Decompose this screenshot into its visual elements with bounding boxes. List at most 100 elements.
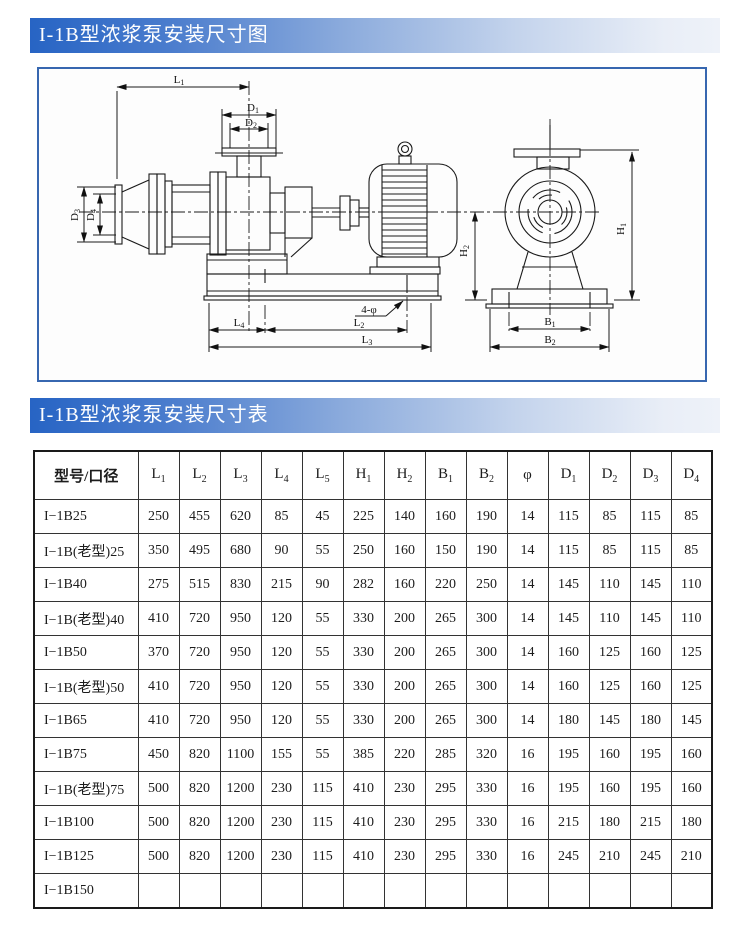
pump-saddle [206, 253, 288, 275]
value-cell: 230 [260, 771, 303, 806]
column-header: L4 [260, 450, 303, 500]
value-cell: 120 [260, 703, 303, 738]
value-cell [670, 873, 713, 909]
value-cell: 150 [424, 533, 467, 568]
dim-label-l4: L4 [234, 317, 245, 330]
value-cell: 55 [301, 703, 344, 738]
model-cell: I−1B(老型)75 [33, 771, 139, 806]
value-cell: 282 [342, 567, 385, 602]
value-cell: 950 [219, 669, 262, 704]
value-cell: 820 [178, 805, 221, 840]
column-header: L2 [178, 450, 221, 500]
value-cell: 330 [465, 805, 508, 840]
value-cell [588, 873, 631, 909]
dim-label-h1: H1 [615, 223, 628, 235]
value-cell: 385 [342, 737, 385, 772]
value-cell: 110 [670, 567, 713, 602]
value-cell: 300 [465, 635, 508, 670]
value-cell: 495 [178, 533, 221, 568]
value-cell: 14 [506, 635, 549, 670]
value-cell: 250 [465, 567, 508, 602]
dim-label-d4: D4 [85, 209, 98, 221]
value-cell [342, 873, 385, 909]
model-cell: I−1B25 [33, 499, 139, 534]
value-cell: 410 [342, 839, 385, 874]
value-cell: 16 [506, 737, 549, 772]
value-cell: 1100 [219, 737, 262, 772]
column-header: H1 [342, 450, 385, 500]
value-cell: 410 [137, 601, 180, 636]
value-cell: 1200 [219, 839, 262, 874]
value-cell: 950 [219, 601, 262, 636]
value-cell: 14 [506, 703, 549, 738]
value-cell [383, 873, 426, 909]
value-cell: 300 [465, 669, 508, 704]
value-cell: 210 [670, 839, 713, 874]
value-cell: 820 [178, 737, 221, 772]
value-cell: 350 [137, 533, 180, 568]
value-cell: 295 [424, 839, 467, 874]
value-cell: 55 [301, 635, 344, 670]
value-cell: 330 [465, 839, 508, 874]
value-cell: 160 [670, 737, 713, 772]
bearing-housing [284, 186, 313, 239]
value-cell: 125 [588, 635, 631, 670]
value-cell: 210 [588, 839, 631, 874]
value-cell: 450 [137, 737, 180, 772]
value-cell: 155 [260, 737, 303, 772]
pump-drawing-svg: L1 D1 D2 D3 D4 [69, 74, 640, 352]
value-cell: 145 [629, 601, 672, 636]
value-cell: 115 [547, 499, 590, 534]
value-cell: 1200 [219, 771, 262, 806]
value-cell: 160 [547, 635, 590, 670]
value-cell: 140 [383, 499, 426, 534]
value-cell: 160 [383, 533, 426, 568]
value-cell: 110 [670, 601, 713, 636]
value-cell: 180 [588, 805, 631, 840]
value-cell: 215 [547, 805, 590, 840]
value-cell: 300 [465, 601, 508, 636]
value-cell [506, 873, 549, 909]
value-cell: 195 [629, 737, 672, 772]
model-cell: I−1B40 [33, 567, 139, 602]
value-cell: 145 [588, 703, 631, 738]
model-cell: I−1B65 [33, 703, 139, 738]
model-cell: I−1B125 [33, 839, 139, 874]
value-cell: 190 [465, 499, 508, 534]
column-header: D1 [547, 450, 590, 500]
table-title-text: I-1B型浓浆泵安装尺寸表 [39, 404, 269, 426]
value-cell: 680 [219, 533, 262, 568]
value-cell: 830 [219, 567, 262, 602]
coupling [339, 195, 351, 231]
value-cell: 265 [424, 635, 467, 670]
suction-bore [537, 199, 563, 225]
value-cell: 190 [465, 533, 508, 568]
value-cell: 14 [506, 499, 549, 534]
value-cell: 160 [383, 567, 426, 602]
value-cell: 145 [547, 567, 590, 602]
front-flange [513, 148, 581, 158]
base-plate [206, 273, 439, 297]
value-cell: 90 [301, 567, 344, 602]
column-header: L3 [219, 450, 262, 500]
value-cell: 160 [424, 499, 467, 534]
value-cell: 230 [383, 839, 426, 874]
value-cell: 115 [629, 533, 672, 568]
value-cell: 720 [178, 669, 221, 704]
value-cell: 245 [547, 839, 590, 874]
value-cell: 265 [424, 601, 467, 636]
value-cell: 265 [424, 703, 467, 738]
value-cell: 200 [383, 703, 426, 738]
stator-body [171, 184, 211, 245]
value-cell: 950 [219, 703, 262, 738]
value-cell: 250 [137, 499, 180, 534]
value-cell: 230 [260, 839, 303, 874]
value-cell: 230 [383, 771, 426, 806]
value-cell: 230 [383, 805, 426, 840]
value-cell: 230 [260, 805, 303, 840]
pump-dimension-diagram: L1 D1 D2 D3 D4 [37, 67, 707, 382]
